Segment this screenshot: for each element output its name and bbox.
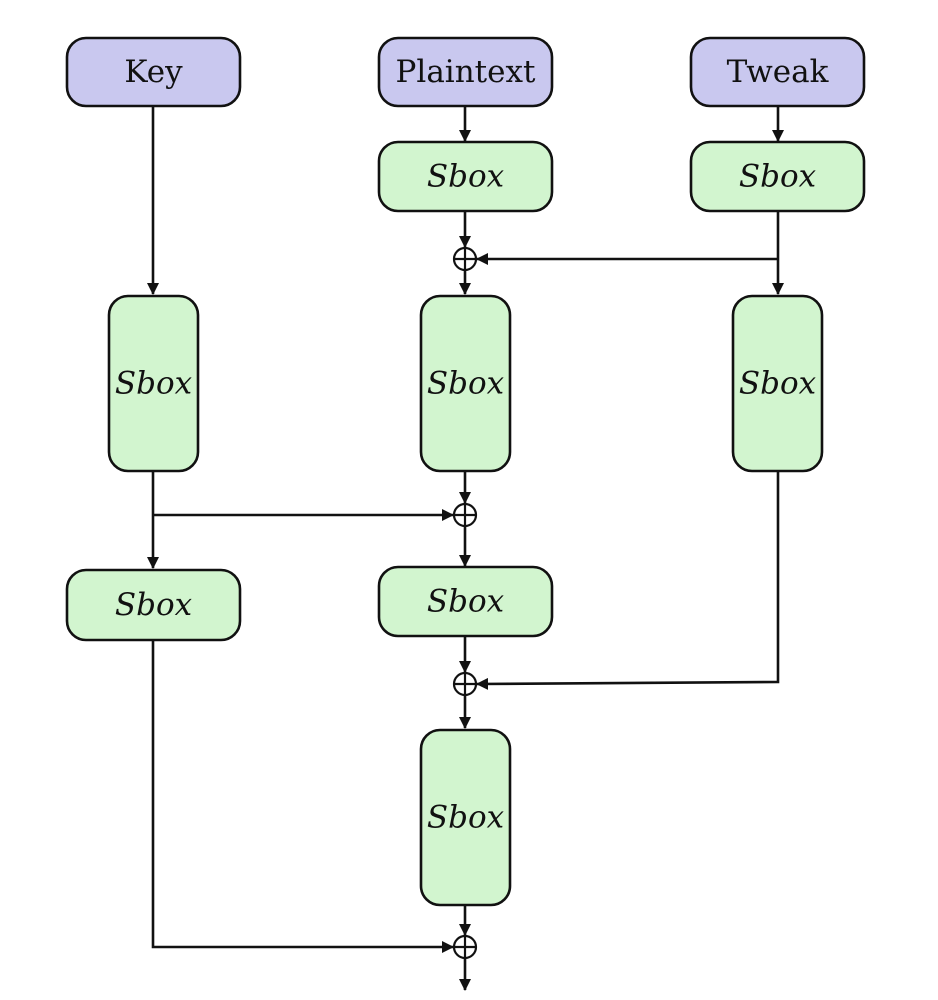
sbox-plaintext-1-label: Sbox xyxy=(427,159,505,195)
arrow-key-sbox-to-xor-4 xyxy=(151,640,454,953)
sbox-plaintext-tall-1-box xyxy=(419,294,512,473)
arrow-tweak-tall-sbox-to-xor-3 xyxy=(476,471,780,690)
sbox-tweak-1-box xyxy=(689,140,866,213)
circled-plus-icon xyxy=(452,246,478,272)
sbox-key-tall-box xyxy=(107,294,200,473)
sbox-plaintext-2: Sbox xyxy=(377,565,554,638)
input-key: Key xyxy=(65,36,242,108)
sbox-tweak-1-label: Sbox xyxy=(739,159,817,195)
input-key-label: Key xyxy=(124,54,183,90)
sbox-plaintext-tall-2-box xyxy=(419,728,512,907)
sbox-tweak-1: Sbox xyxy=(689,140,866,213)
sbox-tweak-tall-label: Sbox xyxy=(739,366,817,402)
input-plaintext: Plaintext xyxy=(377,36,554,108)
input-tweak-box xyxy=(689,36,866,108)
sbox-plaintext-tall-1: Sbox xyxy=(419,294,512,473)
sbox-plaintext-2-box xyxy=(377,565,554,638)
sbox-plaintext-tall-1-label: Sbox xyxy=(427,366,505,402)
sbox-plaintext-1: Sbox xyxy=(377,140,554,213)
sbox-key-tall-label: Sbox xyxy=(115,366,193,402)
input-plaintext-label: Plaintext xyxy=(396,54,536,90)
connections xyxy=(147,106,784,991)
sbox-plaintext-tall-2-label: Sbox xyxy=(427,800,505,836)
sbox-key-2-box xyxy=(65,568,242,642)
input-plaintext-box xyxy=(377,36,554,108)
sbox-key-tall: Sbox xyxy=(107,294,200,473)
circled-plus-icon xyxy=(452,671,478,697)
circled-plus-icon xyxy=(452,934,478,960)
circled-plus-icon xyxy=(452,502,478,528)
sbox-tweak-tall: Sbox xyxy=(731,294,824,473)
sbox-tweak-tall-box xyxy=(731,294,824,473)
input-tweak: Tweak xyxy=(689,36,866,108)
input-tweak-label: Tweak xyxy=(727,54,829,90)
sbox-plaintext-1-box xyxy=(377,140,554,213)
sbox-key-2: Sbox xyxy=(65,568,242,642)
sbox-plaintext-2-label: Sbox xyxy=(427,584,505,620)
sbox-plaintext-tall-2: Sbox xyxy=(419,728,512,907)
sbox-key-2-label: Sbox xyxy=(115,587,193,623)
input-key-box xyxy=(65,36,242,108)
